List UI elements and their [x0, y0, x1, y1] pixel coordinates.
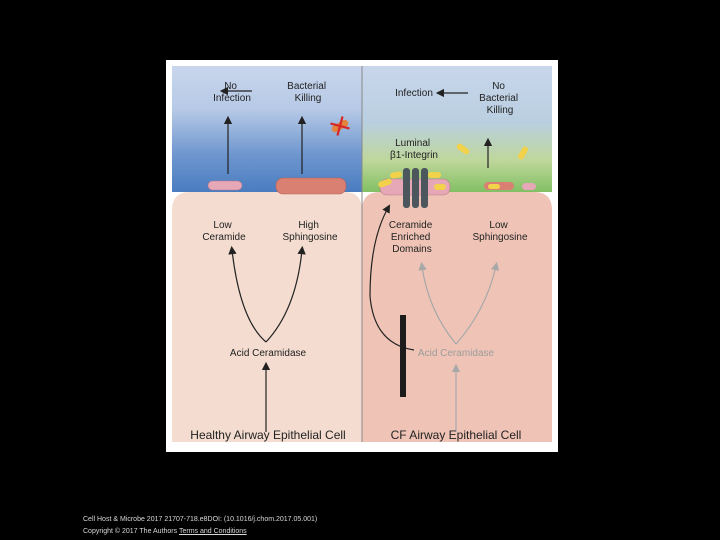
left-top-left-label: No Infection — [213, 81, 251, 104]
integrin-label: Luminal β1-Integrin — [390, 138, 438, 161]
right-enzyme-label: Acid Ceramidase — [418, 348, 495, 359]
left-arrows — [219, 86, 307, 432]
terms-link[interactable]: Terms and Conditions — [178, 528, 247, 535]
left-top-right-label: Bacterial Killing — [287, 81, 329, 104]
right-small-pink-patch — [522, 183, 536, 190]
left-enzyme-label: Acid Ceramidase — [230, 348, 307, 359]
pathway-diagram: No Infection Bacterial Killing Low Ceram… — [172, 66, 552, 442]
integrin-icon — [403, 168, 428, 208]
right-top-left-label: Infection — [395, 88, 433, 99]
right-mid-left-label: Ceramide Enriched Domains — [389, 220, 435, 255]
left-ceramide-patch — [207, 180, 243, 191]
citation-text: Cell Host & Microbe 2017 21707-718.e8DOI… — [83, 516, 318, 523]
left-sphingosine-patch — [275, 177, 347, 195]
killed-bacterium-icon — [330, 116, 350, 136]
left-mid-right-label: High Sphingosine — [282, 220, 337, 243]
left-panel-title: Healthy Airway Epithelial Cell — [190, 428, 345, 442]
copyright-text: Copyright © 2017 The Authors — [83, 528, 178, 535]
right-mid-right-label: Low Sphingosine — [472, 220, 527, 243]
right-top-right-label: No Bacterial Killing — [479, 81, 521, 116]
inhibition-bar — [400, 315, 406, 397]
bacteria-icon — [378, 143, 528, 190]
right-lumen — [362, 66, 552, 192]
copyright-line: Copyright © 2017 The Authors Terms and C… — [83, 528, 247, 535]
right-arrows — [369, 88, 500, 432]
right-panel-title: CF Airway Epithelial Cell — [391, 428, 522, 442]
right-cell-body — [362, 192, 552, 442]
left-cell-body — [172, 192, 362, 442]
left-mid-left-label: Low Ceramide — [202, 220, 246, 243]
figure-panel: No Infection Bacterial Killing Low Ceram… — [166, 60, 558, 452]
left-lumen — [172, 66, 362, 192]
